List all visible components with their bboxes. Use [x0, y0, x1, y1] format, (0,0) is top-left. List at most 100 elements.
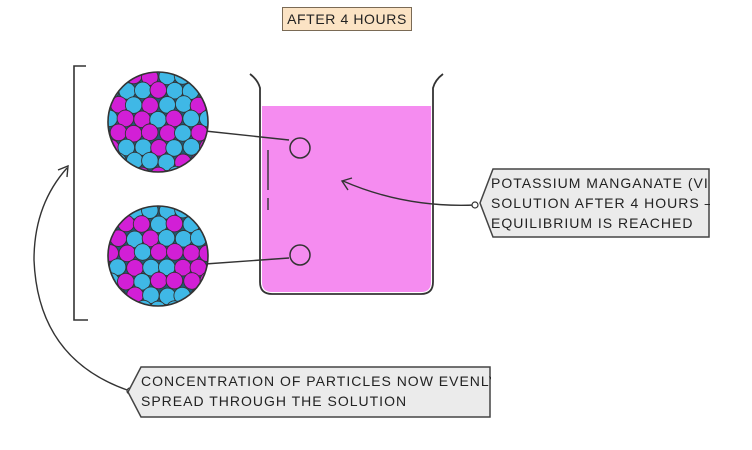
- particle: [166, 53, 183, 70]
- particle: [182, 244, 201, 262]
- particle: [149, 271, 168, 290]
- particle-view-bottom: [85, 187, 217, 319]
- particle: [87, 55, 104, 72]
- solution-label-line1: POTASSIUM MANGANATE (VII): [491, 175, 720, 191]
- particle: [134, 299, 153, 306]
- particle: [207, 95, 208, 114]
- particle: [207, 152, 208, 170]
- particle: [108, 244, 119, 262]
- sample-point-top: [289, 137, 311, 159]
- particle: [118, 166, 136, 172]
- particle: [108, 206, 110, 219]
- arrow-to-bracket: [33, 167, 131, 392]
- particle: [197, 300, 208, 306]
- concentration-label-line2: SPREAD THROUGH THE SOLUTION: [141, 393, 408, 409]
- particle: [134, 81, 152, 100]
- particle: [189, 152, 208, 171]
- particle: [118, 54, 135, 71]
- particle: [207, 259, 208, 277]
- particle: [86, 187, 103, 204]
- particle: [181, 301, 200, 306]
- particle: [109, 152, 127, 170]
- particle: [134, 188, 151, 205]
- particle: [168, 188, 185, 205]
- label-border-right: [479, 168, 710, 238]
- particle: [118, 300, 136, 306]
- particle-view-top: [86, 53, 217, 184]
- concentration-label: CONCENTRATION OF PARTICLES NOW EVENLY SP…: [127, 366, 491, 418]
- particle: [108, 125, 111, 143]
- particle: [157, 229, 176, 247]
- particle: [86, 167, 103, 184]
- connector-bottom: [204, 257, 290, 265]
- connector-top: [204, 130, 290, 141]
- particle: [108, 96, 110, 115]
- particle: [133, 243, 152, 261]
- particle: [85, 302, 102, 319]
- particle: [118, 244, 137, 263]
- particle: [108, 272, 120, 290]
- particle: [102, 55, 119, 72]
- particle: [165, 271, 184, 290]
- particle: [108, 139, 120, 157]
- particle: [108, 287, 127, 305]
- particle: [207, 286, 208, 305]
- diagram-title: AFTER 4 HOURS: [282, 7, 412, 31]
- particle: [205, 229, 208, 247]
- particle: [182, 166, 200, 172]
- grouping-bracket: [73, 65, 88, 321]
- particle: [151, 188, 168, 205]
- particle: [86, 81, 103, 98]
- particle: [119, 188, 136, 205]
- arrowhead-bracket: [57, 164, 69, 178]
- particle: [132, 215, 151, 233]
- particle: [149, 300, 167, 306]
- particle: [86, 139, 103, 156]
- particle: [108, 166, 119, 172]
- particle: [108, 229, 112, 247]
- particle: [140, 123, 159, 142]
- particle: [109, 206, 128, 219]
- particle: [183, 53, 200, 70]
- particle: [190, 286, 208, 305]
- particle: [108, 300, 120, 306]
- particle: [159, 124, 177, 142]
- concentration-label-line1: CONCENTRATION OF PARTICLES NOW EVENLY: [141, 373, 500, 389]
- particle: [134, 53, 151, 70]
- particle: [149, 81, 168, 99]
- particle: [109, 123, 128, 142]
- sample-point-bottom: [289, 244, 311, 266]
- particle: [190, 72, 208, 86]
- particle: [86, 273, 103, 290]
- arrow-to-solution: [342, 180, 476, 206]
- particle: [141, 151, 159, 170]
- particle: [207, 206, 208, 220]
- particle: [197, 166, 208, 172]
- particle: [150, 243, 168, 261]
- particle: [190, 206, 208, 218]
- particle: [174, 95, 193, 113]
- particle: [86, 244, 103, 261]
- particle: [149, 166, 168, 172]
- particle: [141, 96, 159, 115]
- particle: [182, 188, 199, 205]
- particle: [103, 188, 120, 205]
- particle: [108, 152, 112, 171]
- label-border-bottom: [127, 366, 491, 418]
- particle: [200, 53, 217, 70]
- particle: [86, 110, 103, 127]
- label-pin-right: [471, 201, 479, 209]
- particle: [199, 216, 208, 235]
- particle: [109, 229, 128, 247]
- particle: [109, 72, 127, 86]
- solution-liquid: [262, 106, 431, 292]
- particle: [165, 109, 183, 128]
- particle: [108, 72, 111, 85]
- beaker: [249, 73, 444, 295]
- particle: [165, 139, 183, 157]
- solution-label-line3: EQUILIBRIUM IS REACHED: [491, 215, 694, 231]
- solution-label: POTASSIUM MANGANATE (VII) SOLUTION AFTER…: [479, 168, 710, 238]
- particle: [200, 187, 217, 204]
- particle: [166, 243, 184, 261]
